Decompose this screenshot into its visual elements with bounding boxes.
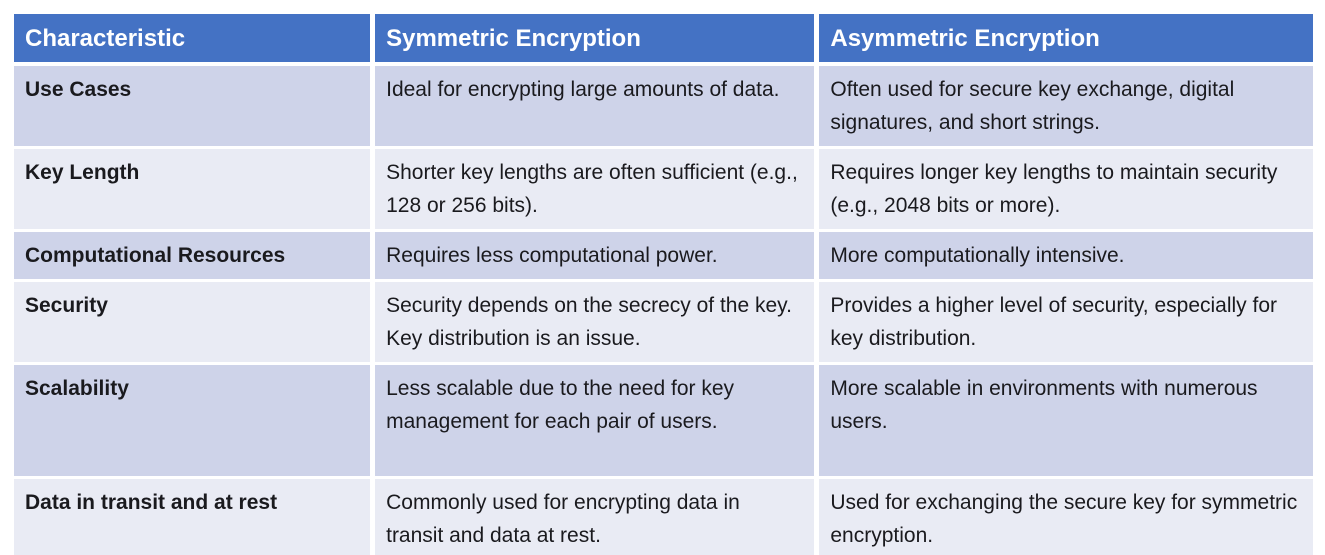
symmetric-cell: Requires less computational power.	[375, 232, 820, 282]
table-row-security: Security Security depends on the secrecy…	[14, 282, 1313, 365]
table-row-key-length: Key Length Shorter key lengths are often…	[14, 149, 1313, 232]
symmetric-cell: Less scalable due to the need for key ma…	[375, 365, 820, 479]
asymmetric-cell: Requires longer key lengths to maintain …	[819, 149, 1313, 232]
asymmetric-cell: More computationally intensive.	[819, 232, 1313, 282]
asymmetric-cell: Provides a higher level of security, esp…	[819, 282, 1313, 365]
column-header-characteristic: Characteristic	[14, 14, 376, 66]
row-label: Use Cases	[14, 66, 376, 149]
table-row-scalability: Scalability Less scalable due to the nee…	[14, 365, 1313, 479]
asymmetric-cell: Used for exchanging the secure key for s…	[819, 479, 1313, 555]
table-row-use-cases: Use Cases Ideal for encrypting large amo…	[14, 66, 1313, 149]
asymmetric-cell: Often used for secure key exchange, digi…	[819, 66, 1313, 149]
table-row-computational-resources: Computational Resources Requires less co…	[14, 232, 1313, 282]
row-label: Security	[14, 282, 376, 365]
symmetric-cell: Shorter key lengths are often sufficient…	[375, 149, 820, 232]
row-label: Scalability	[14, 365, 376, 479]
asymmetric-cell: More scalable in environments with numer…	[819, 365, 1313, 479]
row-label: Data in transit and at rest	[14, 479, 376, 555]
column-header-asymmetric: Asymmetric Encryption	[819, 14, 1313, 66]
row-label: Key Length	[14, 149, 376, 232]
symmetric-cell: Ideal for encrypting large amounts of da…	[375, 66, 820, 149]
table-row-data-in-transit: Data in transit and at rest Commonly use…	[14, 479, 1313, 555]
row-label: Computational Resources	[14, 232, 376, 282]
symmetric-cell: Security depends on the secrecy of the k…	[375, 282, 820, 365]
comparison-table: Characteristic Symmetric Encryption Asym…	[14, 14, 1313, 555]
column-header-symmetric: Symmetric Encryption	[375, 14, 820, 66]
table-header-row: Characteristic Symmetric Encryption Asym…	[14, 14, 1313, 66]
symmetric-cell: Commonly used for encrypting data in tra…	[375, 479, 820, 555]
